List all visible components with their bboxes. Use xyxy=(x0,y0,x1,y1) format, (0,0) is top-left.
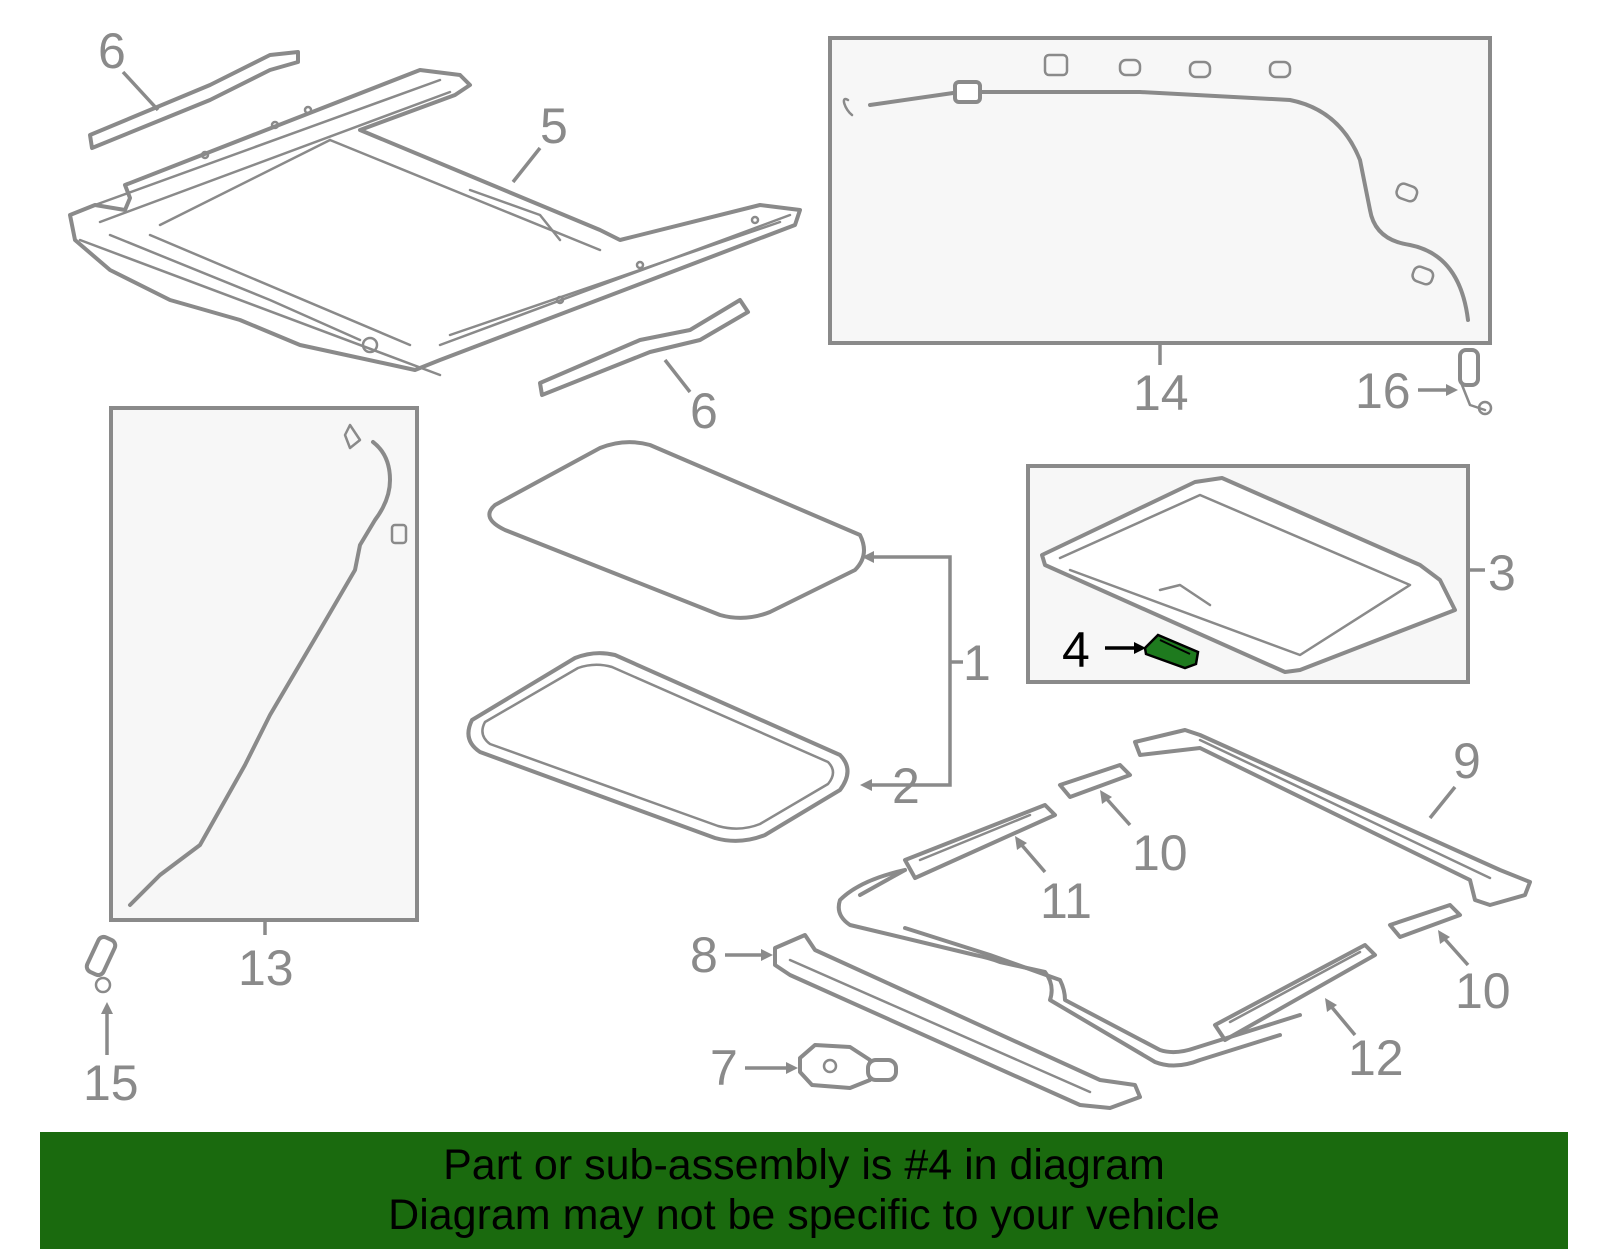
part-cable-loop xyxy=(836,868,1302,1068)
part-8-front-deflector xyxy=(773,933,1142,1110)
part-7-motor xyxy=(798,1043,898,1090)
part-6-rail-trim-upper xyxy=(88,50,300,150)
part-12-guide-rail-right xyxy=(1213,943,1377,1042)
part-1-glass-panel xyxy=(487,440,866,620)
part-13-drain-hose-box xyxy=(109,406,419,922)
part-2-glass-weatherstrip xyxy=(466,651,850,843)
banner-disclaimer-line: Diagram may not be specific to your vehi… xyxy=(388,1191,1220,1239)
part-15-drain-grommet xyxy=(84,934,118,994)
callout-4: 4 xyxy=(1062,622,1090,678)
part-10-slider-upper xyxy=(1058,763,1132,799)
callout-1: 1 xyxy=(963,635,991,691)
part-6-rail-trim-lower xyxy=(538,298,750,397)
callout-9: 9 xyxy=(1453,733,1481,789)
part-14-drain-hose-box xyxy=(828,36,1492,345)
callout-3: 3 xyxy=(1488,545,1516,601)
part-5-sunroof-frame xyxy=(68,68,802,377)
callout-8: 8 xyxy=(690,927,718,983)
part-11-guide-rail-left xyxy=(903,803,1057,880)
info-banner: Part or sub-assembly is #4 in diagram Di… xyxy=(40,1132,1568,1249)
callout-10-lower: 10 xyxy=(1455,963,1511,1019)
leaders xyxy=(101,70,1485,1074)
callout-2: 2 xyxy=(892,758,920,814)
part-10-slider-lower xyxy=(1388,903,1462,939)
callout-11: 11 xyxy=(1040,873,1092,929)
banner-part-line: Part or sub-assembly is #4 in diagram xyxy=(443,1141,1165,1189)
callout-12: 12 xyxy=(1348,1030,1404,1086)
part-4-sunshade-handle-highlight xyxy=(1143,633,1200,670)
callout-7: 7 xyxy=(710,1040,738,1096)
callout-14: 14 xyxy=(1133,365,1189,421)
callout-10-upper: 10 xyxy=(1132,825,1188,881)
callout-6-upper: 6 xyxy=(98,23,126,79)
callout-5: 5 xyxy=(540,98,568,154)
callout-15: 15 xyxy=(83,1055,139,1111)
callout-16: 16 xyxy=(1355,363,1411,419)
part-16-drain-grommet xyxy=(1458,348,1493,416)
part-3-sunshade-box xyxy=(1026,464,1470,684)
callout-13: 13 xyxy=(238,940,294,996)
part-9-drive-frame xyxy=(1133,728,1532,907)
callout-6-lower: 6 xyxy=(690,383,718,439)
leader-4-highlight xyxy=(1105,642,1146,654)
